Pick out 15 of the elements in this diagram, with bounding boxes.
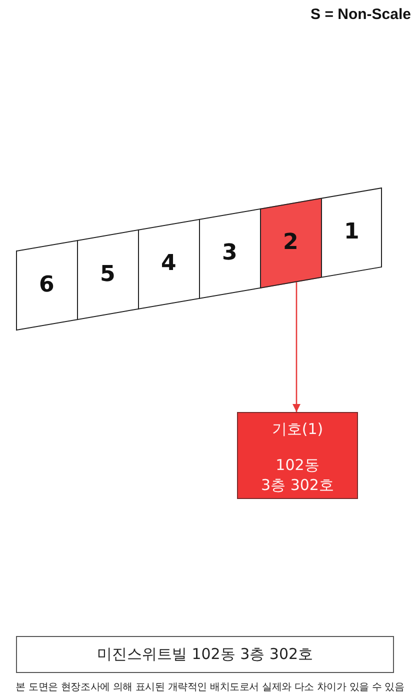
callout-box (237, 412, 358, 499)
unit-address: 3층 302호 (261, 475, 334, 495)
unit-number: 3 (222, 242, 238, 265)
arrow (292, 282, 300, 412)
unit-number: 4 (161, 253, 177, 276)
disclaimer-note: 본 도면은 현장조사에 의해 표시된 개략적인 배치도로서 실제와 다소 차이가 있을 수 있음 (16, 681, 404, 694)
symbol-title: 기호(1) (272, 419, 324, 439)
unit-number: 6 (39, 274, 55, 296)
unit-address: 102동 (276, 455, 320, 475)
address-banner (16, 636, 394, 673)
address-text: 미진스위트빌 102동 3층 302호 (96, 645, 314, 664)
scale-note: S = Non-Scale (310, 6, 411, 23)
unit-number: 2 (283, 232, 299, 254)
unit-number: 1 (344, 222, 360, 244)
unit-number: 5 (100, 264, 116, 286)
